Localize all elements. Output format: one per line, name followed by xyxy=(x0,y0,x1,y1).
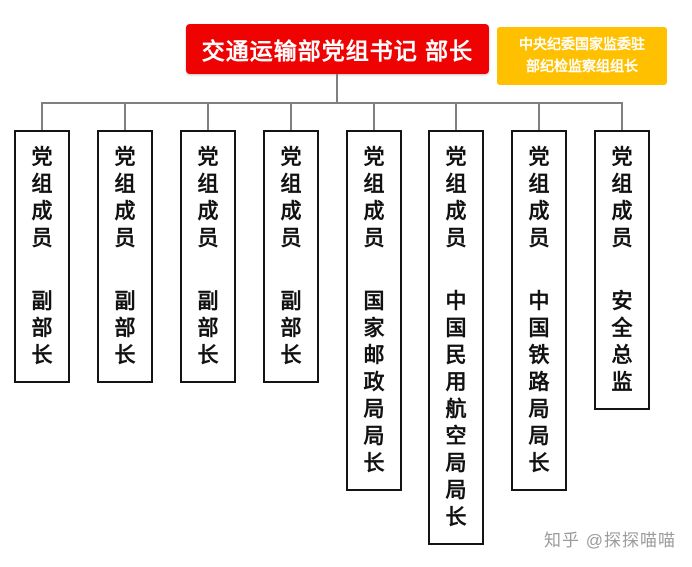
side-note-line2: 部纪检监察组组长 xyxy=(526,58,638,74)
side-note-line1: 中央纪委国家监委驻 xyxy=(519,36,645,53)
member-role: 副部长 xyxy=(280,290,302,367)
member-box-5: 党组成员 国家邮政局局长 xyxy=(346,130,402,491)
connector-stub xyxy=(336,74,338,103)
member-label: 党组成员 xyxy=(280,146,302,250)
member-role: 副部长 xyxy=(31,290,53,367)
connector-drop-1 xyxy=(41,102,43,130)
member-role: 中国民用航空局局长 xyxy=(445,290,467,529)
member-label: 党组成员 xyxy=(363,146,385,250)
box-spacer xyxy=(99,252,151,288)
box-spacer xyxy=(430,252,482,288)
member-box-4: 党组成员 副部长 xyxy=(263,130,319,383)
member-label: 党组成员 xyxy=(31,146,53,250)
connector-drop-4 xyxy=(290,102,292,130)
header-box: 交通运输部党组书记 部长 xyxy=(186,24,489,74)
connector-drop-2 xyxy=(124,102,126,130)
member-role: 副部长 xyxy=(197,290,219,367)
connector-drop-6 xyxy=(455,102,457,130)
connector-drop-8 xyxy=(621,102,623,130)
member-box-7: 党组成员 中国铁路局局长 xyxy=(511,130,567,491)
connector-drop-7 xyxy=(538,102,540,130)
member-label: 党组成员 xyxy=(611,146,633,250)
connector-horizontal xyxy=(42,102,623,104)
watermark: 知乎 @探探喵喵 xyxy=(544,526,676,551)
member-label: 党组成员 xyxy=(445,146,467,250)
connector-drop-5 xyxy=(373,102,375,130)
member-role: 中国铁路局局长 xyxy=(528,290,550,475)
box-spacer xyxy=(348,252,400,288)
member-role: 国家邮政局局长 xyxy=(363,290,385,475)
member-label: 党组成员 xyxy=(528,146,550,250)
member-box-1: 党组成员 副部长 xyxy=(14,130,70,383)
header-title: 交通运输部党组书记 部长 xyxy=(201,38,474,64)
member-box-2: 党组成员 副部长 xyxy=(97,130,153,383)
box-spacer xyxy=(182,252,234,288)
member-label: 党组成员 xyxy=(197,146,219,250)
side-note-box: 中央纪委国家监委驻 部纪检监察组组长 xyxy=(497,27,667,85)
member-label: 党组成员 xyxy=(114,146,136,250)
member-role: 安全总监 xyxy=(611,290,633,394)
box-spacer xyxy=(513,252,565,288)
box-spacer xyxy=(265,252,317,288)
box-spacer xyxy=(16,252,68,288)
member-box-8: 党组成员 安全总监 xyxy=(594,130,650,410)
member-role: 副部长 xyxy=(114,290,136,367)
member-box-3: 党组成员 副部长 xyxy=(180,130,236,383)
member-box-6: 党组成员 中国民用航空局局长 xyxy=(428,130,484,545)
connector-drop-3 xyxy=(207,102,209,130)
watermark-text: 知乎 @探探喵喵 xyxy=(544,531,676,550)
box-spacer xyxy=(596,252,648,288)
